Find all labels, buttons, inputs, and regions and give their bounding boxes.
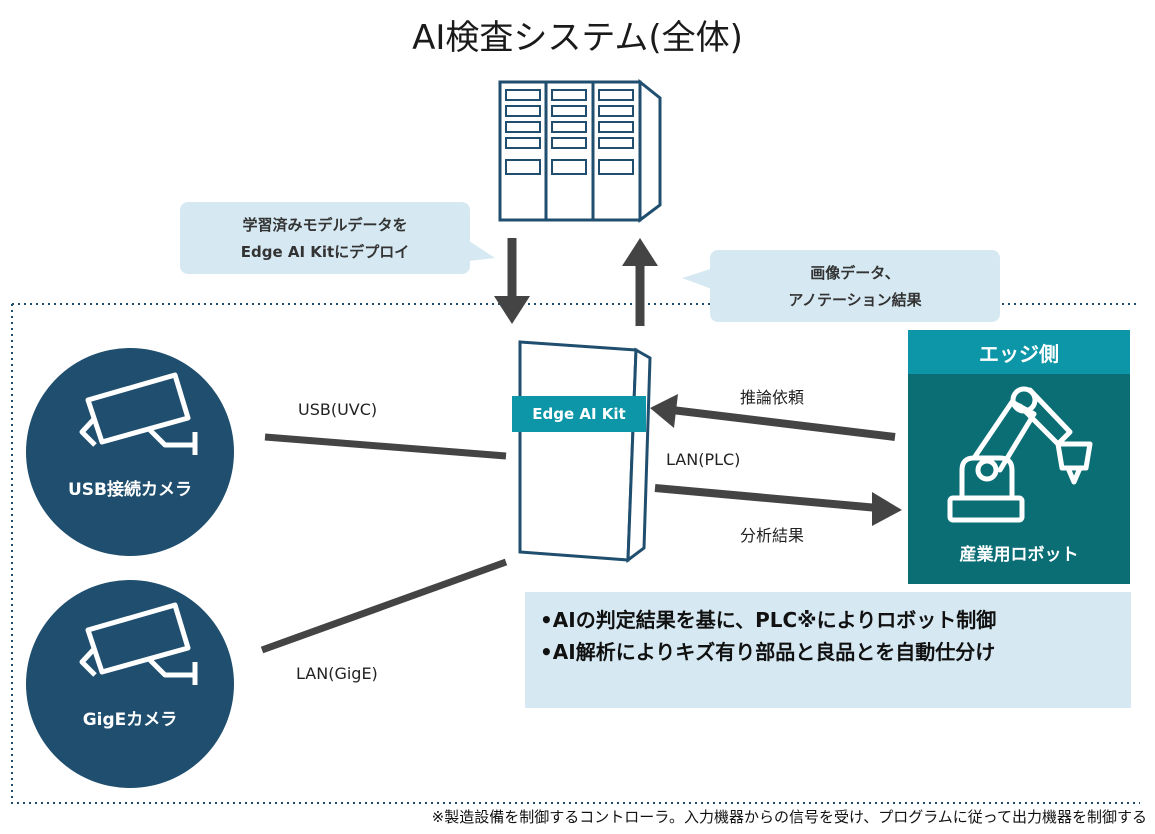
gige-camera-label: GigEカメラ <box>82 710 178 730</box>
usb-connection-line <box>264 433 507 460</box>
analysis-result-arrow <box>654 484 902 526</box>
inference-request-label: 推論依頼 <box>740 388 805 407</box>
edge-ai-kit-device <box>518 340 652 564</box>
upload-bubble-line1: 画像データ、 <box>810 264 900 282</box>
inference-request-arrow <box>650 394 896 441</box>
usb-camera-circle <box>26 348 234 556</box>
analysis-result-label: 分析結果 <box>740 526 805 545</box>
deploy-bubble: 学習済みモデルデータを Edge AI Kitにデプロイ <box>180 202 470 274</box>
edge-ai-kit-label: Edge AI Kit <box>512 396 646 432</box>
edge-area-boundary <box>11 303 1140 804</box>
camera-icon <box>79 372 198 455</box>
upload-arrow <box>622 238 658 326</box>
page-title: AI検査システム(全体) <box>412 18 743 58</box>
server-icon <box>498 78 662 223</box>
footnote: ※製造設備を制御するコントローラ。入力機器からの信号を受け、プログラムに従って出… <box>431 808 1147 826</box>
plc-link-label: LAN(PLC) <box>666 450 741 469</box>
upload-bubble-line2: アノテーション結果 <box>788 291 922 309</box>
upload-bubble: 画像データ、 アノテーション結果 <box>710 250 1000 322</box>
robot-label: 産業用ロボット <box>959 545 1079 565</box>
note-line-1: •AIの判定結果を基に、PLC※によりロボット制御 <box>540 608 997 632</box>
notes-box <box>525 592 1131 708</box>
edge-side-header: エッジ側 <box>908 330 1130 374</box>
deploy-bubble-line2: Edge AI Kitにデプロイ <box>240 243 410 261</box>
camera-icon <box>79 602 198 685</box>
gige-link-label: LAN(GigE) <box>296 664 378 683</box>
usb-link-label: USB(UVC) <box>298 400 378 419</box>
deploy-arrow <box>494 238 530 324</box>
usb-camera-label: USB接続カメラ <box>67 480 192 500</box>
deploy-bubble-line1: 学習済みモデルデータを <box>242 216 408 234</box>
gige-connection-line <box>260 558 508 654</box>
note-line-2: •AI解析によりキズ有り部品と良品とを自動仕分け <box>540 640 996 664</box>
gige-camera-circle <box>26 580 234 788</box>
